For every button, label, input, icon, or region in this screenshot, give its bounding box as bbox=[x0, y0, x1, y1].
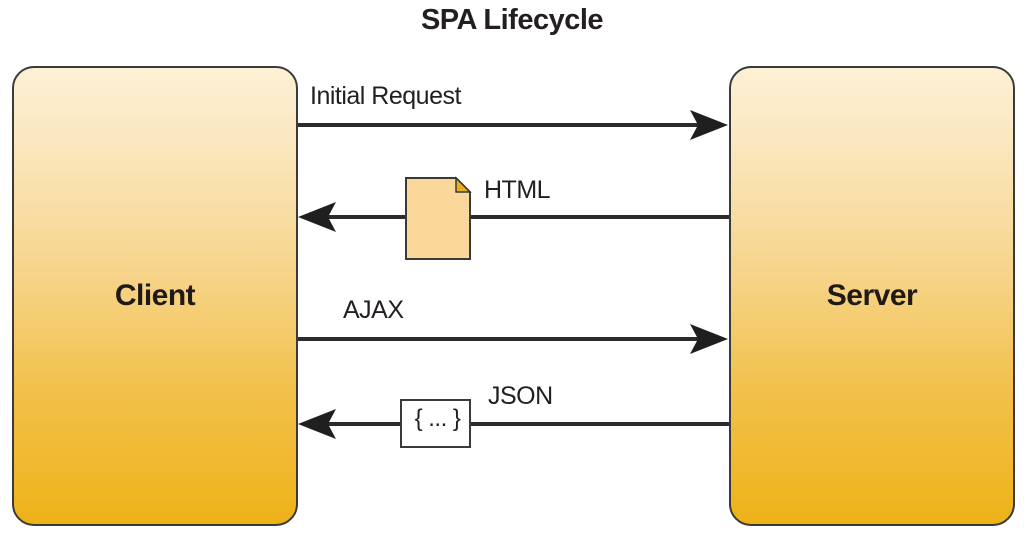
arrowhead-right-icon bbox=[690, 324, 728, 354]
arrowhead-left-icon bbox=[298, 202, 336, 232]
client-box: Client bbox=[12, 66, 298, 526]
arrowhead-left-icon bbox=[298, 409, 336, 439]
json-braces-icon bbox=[400, 399, 471, 448]
arrow-json bbox=[298, 399, 729, 448]
label-json: JSON bbox=[488, 382, 553, 410]
server-box: Server bbox=[729, 66, 1015, 526]
label-initial-request: Initial Request bbox=[310, 82, 461, 110]
client-label: Client bbox=[114, 279, 196, 312]
server-label: Server bbox=[826, 279, 918, 312]
arrow-html bbox=[298, 176, 729, 260]
document-icon bbox=[405, 176, 472, 260]
json-braces-text: { ... } bbox=[414, 405, 461, 432]
diagram-title: SPA Lifecycle bbox=[420, 4, 604, 36]
label-ajax: AJAX bbox=[343, 296, 404, 324]
arrow-initial-request bbox=[298, 110, 728, 140]
arrow-ajax bbox=[298, 324, 728, 354]
arrowhead-right-icon bbox=[690, 110, 728, 140]
label-html: HTML bbox=[484, 176, 551, 204]
